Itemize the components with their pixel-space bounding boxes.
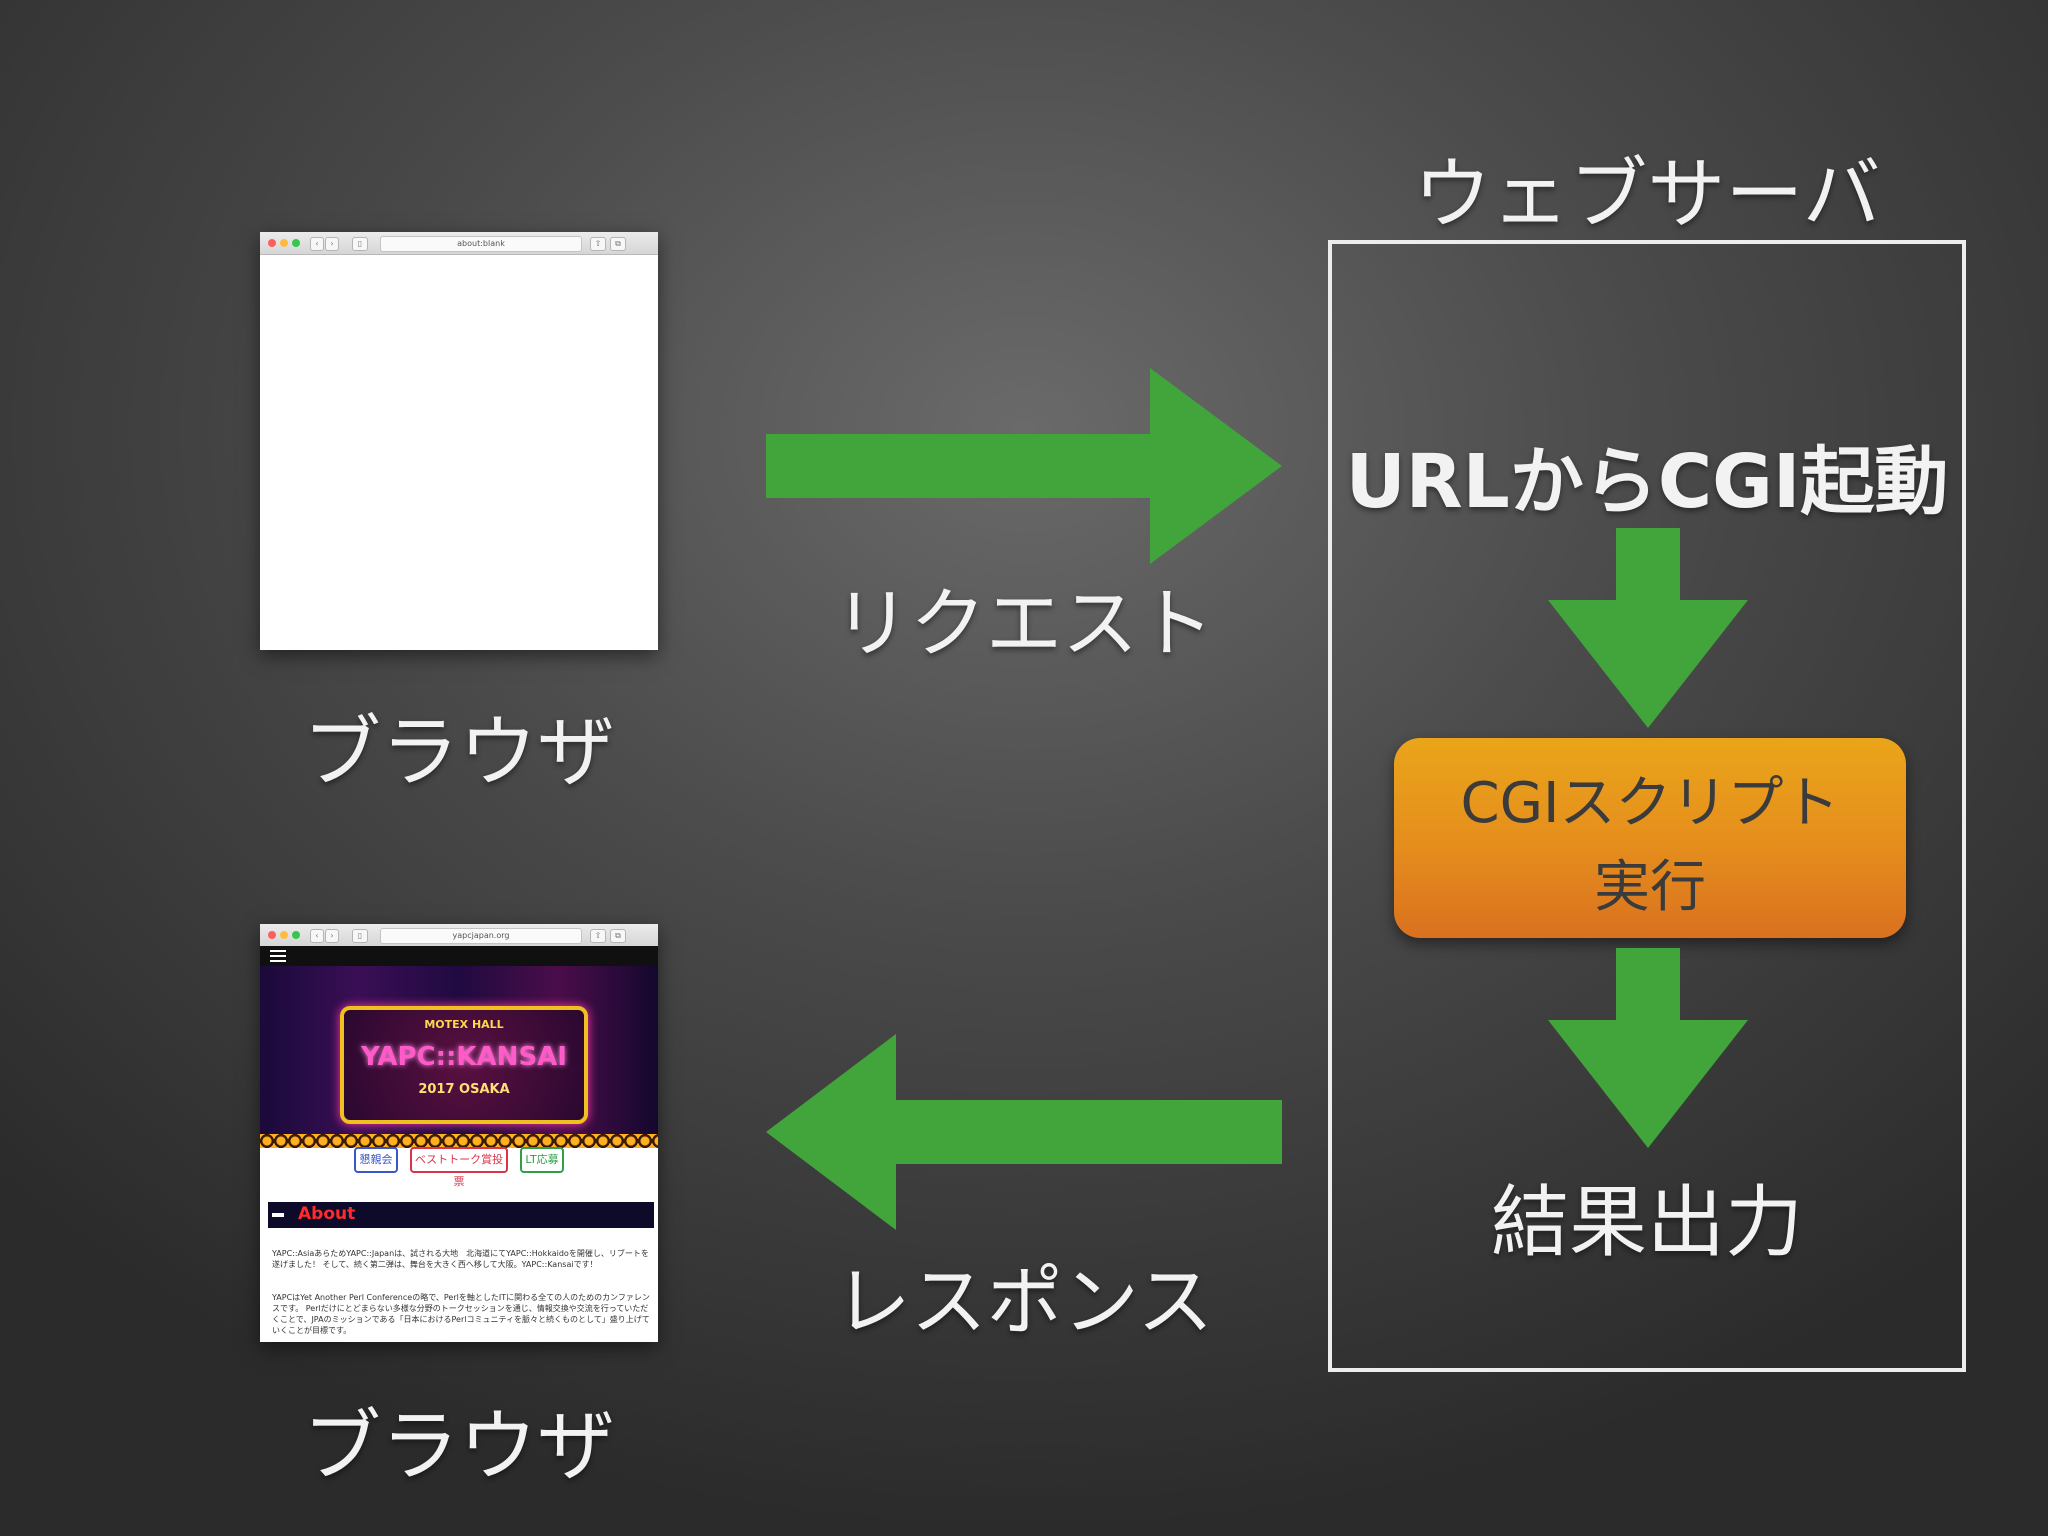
down-arrow-1-shape bbox=[1548, 528, 1748, 728]
social-gathering-button[interactable]: 懇親会 bbox=[354, 1147, 398, 1173]
browser-titlebar: ‹ › ▯ about:blank ⇧ ⧉ bbox=[260, 232, 658, 255]
maximize-icon[interactable] bbox=[292, 931, 300, 939]
about-paragraph-2: YAPCはYet Another Perl Conferenceの略で、Perl… bbox=[272, 1293, 650, 1335]
minimize-icon[interactable] bbox=[280, 239, 288, 247]
web-server-label: ウェブサーバ bbox=[1413, 150, 1881, 240]
browser-window-yapc: ‹ › ▯ yapcjapan.org ⇧ ⧉ MOTEX HALL YAPC:… bbox=[260, 924, 658, 1342]
address-bar[interactable]: yapcjapan.org bbox=[380, 928, 582, 944]
request-arrow bbox=[766, 368, 1282, 564]
about-heading-bar: About bbox=[268, 1202, 654, 1228]
hamburger-menu-icon[interactable] bbox=[260, 946, 290, 966]
request-arrow-shape bbox=[766, 368, 1282, 564]
share-icon[interactable]: ⇧ bbox=[590, 237, 606, 251]
about-marker bbox=[272, 1213, 284, 1217]
minimize-icon[interactable] bbox=[280, 931, 288, 939]
about-paragraph-1: YAPC::AsiaあらためYAPC::Japanは、試される大地 北海道にてY… bbox=[272, 1249, 649, 1269]
response-label: レスポンス bbox=[834, 1257, 1214, 1346]
tabs-icon[interactable]: ⧉ bbox=[610, 237, 626, 251]
about-heading: About bbox=[298, 1204, 356, 1224]
address-bar[interactable]: about:blank bbox=[380, 236, 582, 252]
browser-titlebar: ‹ › ▯ yapcjapan.org ⇧ ⧉ bbox=[260, 924, 658, 947]
forward-icon[interactable]: › bbox=[325, 929, 339, 943]
web-server-box bbox=[1328, 240, 1966, 1372]
cgi-script-box: CGIスクリプト 実行 bbox=[1394, 738, 1906, 938]
banner-bulbs bbox=[260, 1134, 658, 1148]
sidebar-icon[interactable]: ▯ bbox=[352, 237, 368, 251]
cgi-script-line-2: 実行 bbox=[1594, 855, 1706, 920]
banner-subtitle: 2017 OSAKA bbox=[418, 1082, 510, 1097]
site-header bbox=[260, 946, 658, 966]
back-icon[interactable]: ‹ bbox=[310, 237, 324, 251]
sidebar-icon[interactable]: ▯ bbox=[352, 929, 368, 943]
browser-window-blank: ‹ › ▯ about:blank ⇧ ⧉ bbox=[260, 232, 658, 650]
tabs-icon[interactable]: ⧉ bbox=[610, 929, 626, 943]
event-banner: MOTEX HALL YAPC::KANSAI 2017 OSAKA bbox=[260, 966, 658, 1148]
cgi-script-line-1: CGIスクリプト bbox=[1460, 771, 1840, 836]
banner-venue: MOTEX HALL bbox=[424, 1018, 504, 1031]
maximize-icon[interactable] bbox=[292, 239, 300, 247]
browser-bottom-label: ブラウザ bbox=[302, 1402, 615, 1492]
share-icon[interactable]: ⇧ bbox=[590, 929, 606, 943]
request-label: リクエスト bbox=[834, 579, 1214, 668]
banner-title: YAPC::KANSAI bbox=[361, 1042, 567, 1072]
best-talk-vote-button[interactable]: ベストトーク賞投票 bbox=[410, 1147, 508, 1188]
back-icon[interactable]: ‹ bbox=[310, 929, 324, 943]
marquee-sign: MOTEX HALL YAPC::KANSAI 2017 OSAKA bbox=[340, 1006, 588, 1124]
down-arrow-1 bbox=[1548, 528, 1748, 728]
down-arrow-2 bbox=[1548, 948, 1748, 1148]
close-icon[interactable] bbox=[268, 931, 276, 939]
lt-apply-button[interactable]: LT応募 bbox=[520, 1147, 564, 1173]
response-arrow-shape bbox=[766, 1034, 1282, 1230]
url-cgi-label: URLからCGI起動 bbox=[1345, 439, 1949, 525]
browser-top-label: ブラウザ bbox=[302, 708, 615, 798]
forward-icon[interactable]: › bbox=[325, 237, 339, 251]
result-output-label: 結果出力 bbox=[1490, 1178, 1803, 1268]
close-icon[interactable] bbox=[268, 239, 276, 247]
response-arrow bbox=[766, 1034, 1282, 1230]
down-arrow-2-shape bbox=[1548, 948, 1748, 1148]
